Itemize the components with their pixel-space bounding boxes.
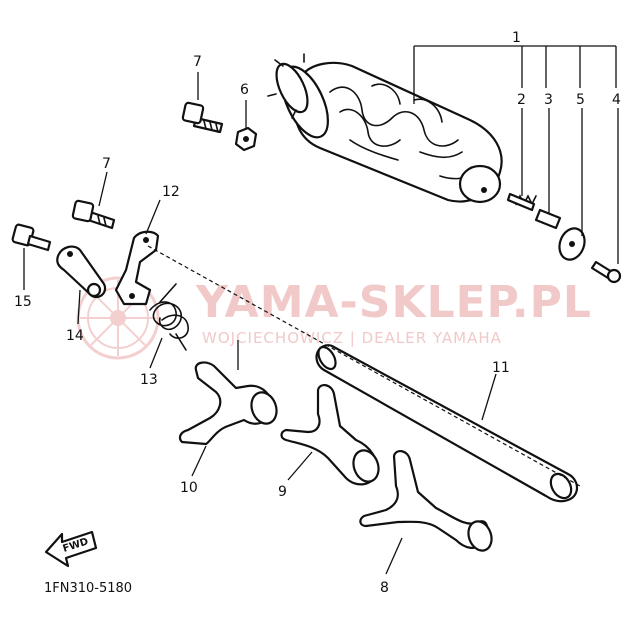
bolt-left xyxy=(11,223,52,252)
drum-plate xyxy=(558,227,586,261)
callout-9: 9 xyxy=(278,484,287,500)
watermark-subtitle: WOJCIECHOWICZ | DEALER YAMAHA xyxy=(202,329,502,347)
watermark: YAMA-SKLEP.PL WOJCIECHOWICZ | DEALER YAM… xyxy=(76,276,592,360)
callout-7-middle: 7 xyxy=(102,156,111,172)
assembly-axis-line xyxy=(147,245,581,487)
watermark-title: YAMA-SKLEP.PL xyxy=(195,277,592,328)
shift-fork-shaft xyxy=(315,344,579,503)
callout-13: 13 xyxy=(140,372,158,388)
drum-pin xyxy=(534,208,562,230)
callout-5: 5 xyxy=(576,92,585,108)
forward-direction-arrow: FWD xyxy=(44,530,98,568)
callout-14: 14 xyxy=(66,328,84,344)
nut xyxy=(234,126,258,152)
callout-3: 3 xyxy=(544,92,553,108)
shift-fork-9 xyxy=(280,384,380,486)
drum-spring xyxy=(506,192,537,212)
diagram-code: 1FN310-5180 xyxy=(44,581,132,596)
callout-labels: 1 2 3 5 4 6 7 7 12 15 14 13 11 10 9 8 xyxy=(14,30,621,596)
shift-drum xyxy=(267,53,503,204)
shift-fork-10 xyxy=(178,361,278,446)
callout-4: 4 xyxy=(612,92,621,108)
callout-1: 1 xyxy=(512,30,521,46)
leader-lines xyxy=(23,45,619,575)
shift-bracket xyxy=(114,230,160,306)
shift-fork-8 xyxy=(359,450,493,552)
callout-11: 11 xyxy=(492,360,510,376)
callout-6: 6 xyxy=(240,82,249,98)
stopper-lever xyxy=(56,245,107,299)
callout-15: 15 xyxy=(14,294,32,310)
callout-2: 2 xyxy=(517,92,526,108)
callout-10: 10 xyxy=(180,480,198,496)
callout-12: 12 xyxy=(162,184,180,200)
drum-screw xyxy=(590,260,622,284)
callout-8: 8 xyxy=(380,580,389,596)
bolt-middle xyxy=(71,199,116,230)
callout-7-upper: 7 xyxy=(193,54,202,70)
torsion-spring xyxy=(149,283,189,351)
bolt-upper xyxy=(181,101,224,134)
